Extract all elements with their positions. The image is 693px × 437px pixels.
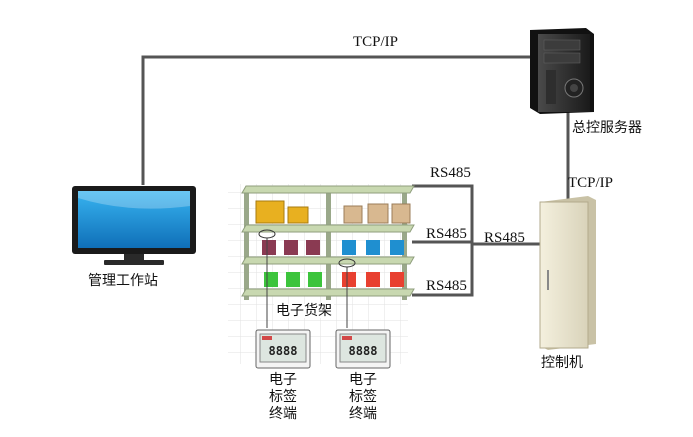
monitor-icon xyxy=(72,186,196,265)
server-label: 总控服务器 xyxy=(572,120,642,136)
tcp-label-right: TCP/IP xyxy=(568,175,614,191)
tcp-label-top: TCP/IP xyxy=(353,34,399,50)
blue-boxes xyxy=(342,240,404,255)
controller-label: 控制机 xyxy=(541,355,583,371)
yellow-boxes xyxy=(255,200,309,224)
svg-text:8888: 8888 xyxy=(269,344,298,358)
terminal-label-2: 电子 标签 终端 xyxy=(345,372,381,423)
terminal-1-line-3: 终端 xyxy=(269,406,297,422)
connection-lines xyxy=(141,55,570,297)
terminal-1-line-2: 标签 xyxy=(269,389,297,405)
tcp-link-workstation-server xyxy=(141,55,530,185)
rs485-label-3: RS485 xyxy=(484,230,525,246)
workstation-label: 管理工作站 xyxy=(88,273,158,289)
server-icon xyxy=(530,28,594,114)
rs485-label-2: RS485 xyxy=(426,226,467,242)
terminal-label-1: 电子 标签 终端 xyxy=(265,372,301,423)
terminal-2-line-2: 标签 xyxy=(349,389,377,405)
red-boxes xyxy=(342,272,404,287)
tan-boxes xyxy=(343,203,411,224)
rs485-label-1: RS485 xyxy=(430,165,471,181)
label-terminal-1: 8888 xyxy=(255,329,311,369)
terminal-1-line-1: 电子 xyxy=(269,372,297,388)
shelf-label: 电子货架 xyxy=(274,303,334,319)
green-boxes xyxy=(264,272,322,287)
svg-text:8888: 8888 xyxy=(349,344,378,358)
electronic-shelf xyxy=(228,184,415,364)
terminal-2-line-3: 终端 xyxy=(349,406,377,422)
label-terminal-2: 8888 xyxy=(335,329,391,369)
maroon-boxes xyxy=(262,240,320,255)
rs485-label-4: RS485 xyxy=(426,278,467,294)
terminal-2-line-1: 电子 xyxy=(349,372,377,388)
controller-icon xyxy=(539,196,596,350)
